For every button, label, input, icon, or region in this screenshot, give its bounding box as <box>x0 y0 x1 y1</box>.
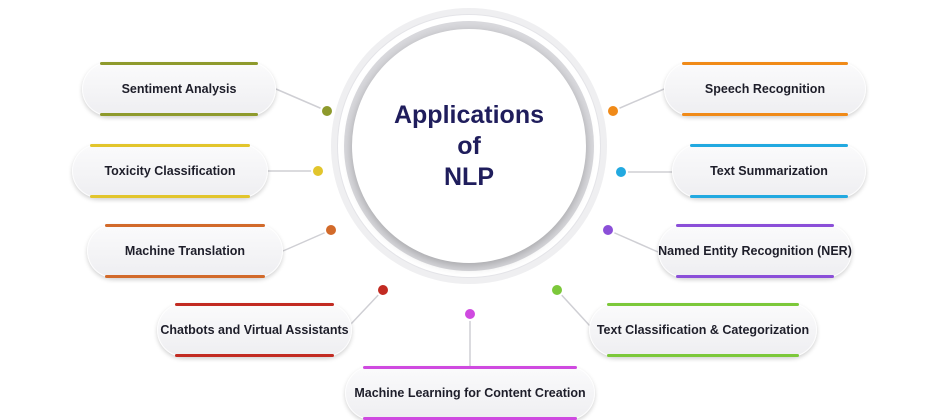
connector-line <box>282 229 332 252</box>
center-title-line-1: Applications <box>393 100 544 129</box>
item-label: Sentiment Analysis <box>121 82 237 96</box>
item-label: Text Summarization <box>710 164 828 178</box>
item-ml-content-creation: Machine Learning for Content Creation <box>345 366 595 420</box>
item-text-classification: Text Classification & Categorization <box>589 303 817 357</box>
item-label: Machine Translation <box>124 244 246 258</box>
center-title: Applications of NLP <box>352 29 586 263</box>
item-label: Machine Learning for Content Creation <box>354 386 586 400</box>
item-named-entity-recognition: Named Entity Recognition (NER) <box>658 224 852 278</box>
connector-dot <box>322 106 332 116</box>
connector-dot <box>326 225 336 235</box>
item-text-summarization: Text Summarization <box>672 144 866 198</box>
connector-dot <box>313 166 323 176</box>
connector-dot <box>552 285 562 295</box>
connector-line <box>607 229 659 253</box>
item-toxicity-classification: Toxicity Classification <box>72 144 268 198</box>
nlp-applications-diagram: Applications of NLP Sentiment Analysis T… <box>72 8 866 420</box>
connector-line <box>612 88 665 112</box>
connector-dot <box>616 167 626 177</box>
center-title-line-2: of <box>457 131 481 160</box>
item-machine-translation: Machine Translation <box>87 224 283 278</box>
connector-lines <box>268 88 672 368</box>
connector-dot <box>608 106 618 116</box>
connector-line <box>349 289 384 326</box>
item-label: Named Entity Recognition (NER) <box>658 244 852 258</box>
center-title-line-3: NLP <box>444 162 494 191</box>
item-label: Text Classification & Categorization <box>596 323 810 337</box>
connector-dot <box>465 309 475 319</box>
item-label: Chatbots and Virtual Assistants <box>160 323 349 337</box>
connector-line <box>275 88 328 112</box>
connector-line <box>556 289 591 327</box>
item-chatbots-virtual-assistants: Chatbots and Virtual Assistants <box>157 303 352 357</box>
item-label: Toxicity Classification <box>104 164 236 178</box>
item-speech-recognition: Speech Recognition <box>664 62 866 116</box>
connector-dot <box>378 285 388 295</box>
connector-dot <box>603 225 613 235</box>
item-label: Speech Recognition <box>704 82 826 96</box>
item-sentiment-analysis: Sentiment Analysis <box>82 62 276 116</box>
